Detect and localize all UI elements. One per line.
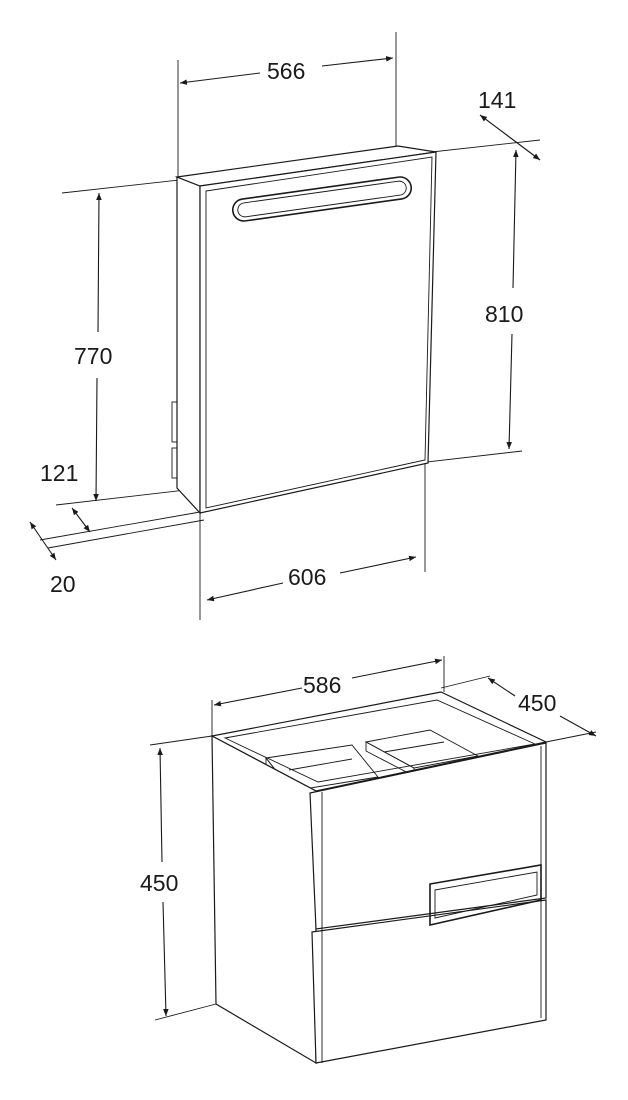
dim-label-810: 810 bbox=[485, 301, 523, 327]
ext-line-450h-bottom bbox=[154, 1003, 217, 1021]
dim-line-586a bbox=[213, 687, 303, 707]
dim-line-606a bbox=[206, 582, 284, 602]
light-strip bbox=[231, 176, 413, 222]
dim-line-770b bbox=[93, 377, 99, 502]
mirror-door bbox=[199, 151, 437, 514]
dim-line-20 bbox=[29, 521, 57, 561]
drawer-handle bbox=[429, 864, 542, 927]
dim-label-586: 586 bbox=[303, 672, 341, 698]
dim-line-810b bbox=[506, 333, 513, 450]
floor-line-2 bbox=[47, 519, 205, 549]
drawer-handle-inner bbox=[434, 871, 538, 919]
dim-label-770: 770 bbox=[74, 343, 112, 369]
dim-line-121 bbox=[71, 507, 91, 533]
dim-line-770a bbox=[96, 192, 102, 333]
dim-line-450-height-b bbox=[162, 901, 169, 1017]
ext-line-450h-top bbox=[149, 735, 213, 746]
dim-line-810a bbox=[512, 149, 519, 289]
mirror-cabinet-drawing: 566 141 810 770 121 20 606 bbox=[29, 32, 541, 620]
ext-line-450d-bottom bbox=[545, 731, 597, 743]
dim-line-586b bbox=[351, 658, 443, 679]
ext-line-450d-top bbox=[440, 675, 491, 689]
dim-line-450-height-a bbox=[157, 747, 163, 863]
floor-line-1 bbox=[39, 511, 201, 541]
light-strip-inner bbox=[237, 180, 407, 218]
hinge-upper bbox=[171, 401, 178, 443]
dim-label-121: 121 bbox=[40, 460, 78, 486]
dim-line-566b bbox=[321, 56, 394, 67]
dim-label-606: 606 bbox=[288, 564, 326, 590]
drawer-top-front bbox=[309, 742, 547, 930]
dim-label-141: 141 bbox=[478, 87, 516, 113]
vanity-unit-drawing: 586 450 450 bbox=[140, 656, 597, 1065]
cabinet-side bbox=[176, 176, 201, 515]
dim-label-20: 20 bbox=[50, 571, 76, 597]
dim-line-566 bbox=[179, 72, 261, 85]
dim-line-141 bbox=[479, 114, 541, 161]
dim-label-566: 566 bbox=[267, 58, 305, 84]
dim-label-450-depth: 450 bbox=[518, 690, 556, 716]
dim-line-450-depth-a bbox=[487, 677, 516, 697]
vanity-side bbox=[211, 734, 317, 1065]
dim-label-450-height: 450 bbox=[140, 870, 178, 896]
mirror-door-inner bbox=[205, 156, 433, 509]
vanity-top-inner bbox=[223, 699, 537, 783]
hinge-lower bbox=[171, 447, 178, 479]
dim-line-606b bbox=[339, 555, 417, 574]
dim-line-450-depth-b bbox=[559, 715, 597, 737]
